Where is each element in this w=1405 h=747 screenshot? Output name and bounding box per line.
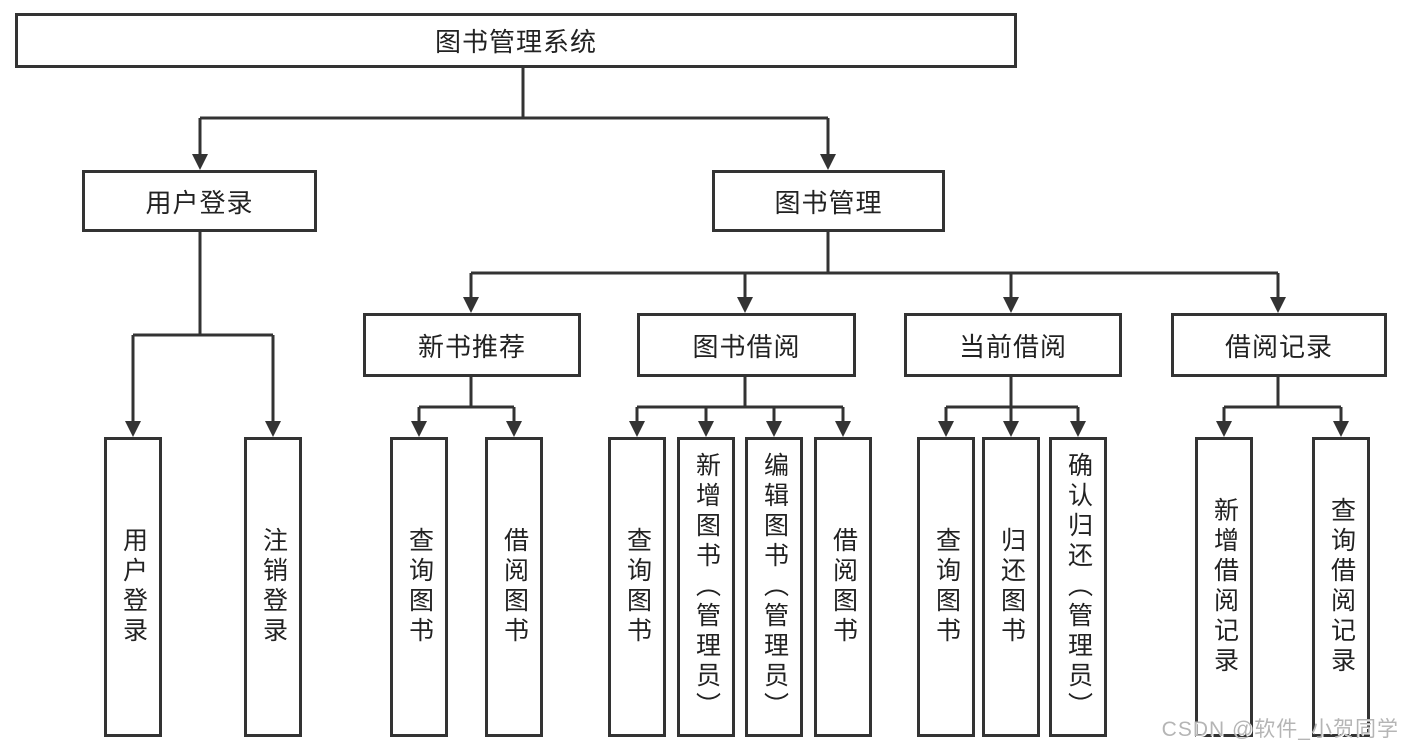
node-cb-return-books: 归还图书 [982, 437, 1040, 737]
node-borrowing-records: 借阅记录 [1171, 313, 1387, 377]
arrowheads [125, 154, 1349, 437]
node-nb-borrow-books: 借阅图书 [485, 437, 543, 737]
node-br-add-record: 新增借阅记录 [1195, 437, 1253, 737]
node-login: 用户登录 [104, 437, 162, 737]
node-root: 图书管理系统 [15, 13, 1017, 68]
node-book-management-module: 图书管理 [712, 170, 945, 232]
node-nb-query-books: 查询图书 [390, 437, 448, 737]
watermark: CSDN @软件_小贺同学 [1161, 718, 1399, 741]
node-user-login-module: 用户登录 [82, 170, 317, 232]
node-cb-confirm-return: 确认归还（管理员） [1049, 437, 1107, 737]
node-cb-query-books: 查询图书 [917, 437, 975, 737]
node-bb-borrow-books: 借阅图书 [814, 437, 872, 737]
node-br-query-record: 查询借阅记录 [1312, 437, 1370, 737]
node-new-book-recommend: 新书推荐 [363, 313, 581, 377]
node-current-borrowing: 当前借阅 [904, 313, 1122, 377]
node-bb-query-books: 查询图书 [608, 437, 666, 737]
node-bb-add-books: 新增图书（管理员） [677, 437, 735, 737]
node-book-borrowing: 图书借阅 [637, 313, 856, 377]
node-bb-edit-books: 编辑图书（管理员） [745, 437, 803, 737]
node-logout: 注销登录 [244, 437, 302, 737]
